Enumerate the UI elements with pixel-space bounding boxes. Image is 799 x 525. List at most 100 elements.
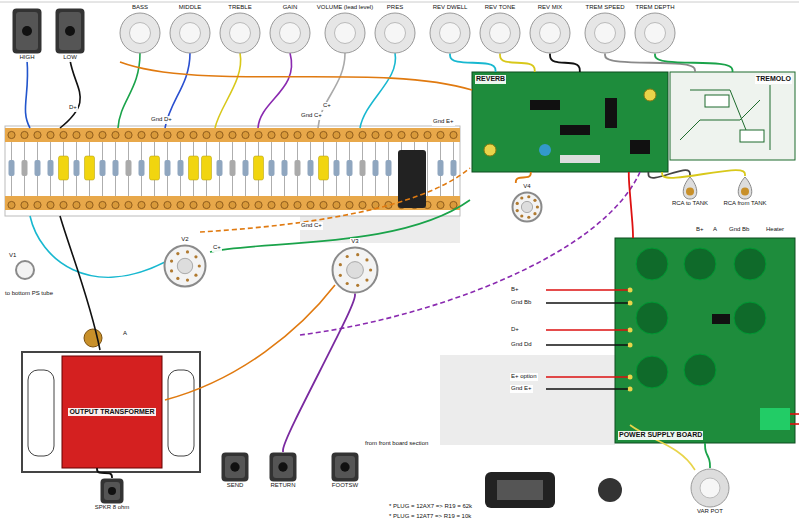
tube-socket: V4 bbox=[511, 183, 543, 223]
hookup-wire bbox=[790, 423, 799, 425]
potentiometer: VOLUME (lead level) bbox=[316, 4, 374, 54]
hookup-wire bbox=[60, 216, 100, 350]
potentiometer: REV MIX bbox=[529, 4, 571, 54]
turret-components bbox=[178, 160, 184, 176]
turret-components bbox=[22, 160, 28, 176]
turret-components bbox=[438, 160, 444, 176]
pot-body bbox=[375, 13, 415, 53]
turret-components bbox=[35, 160, 41, 176]
wire bbox=[283, 294, 355, 453]
pot-shaft bbox=[180, 22, 201, 43]
node-label: RCA to TANK bbox=[671, 200, 709, 208]
turret-components bbox=[386, 160, 392, 176]
wire bbox=[450, 54, 496, 73]
potentiometer: BASS bbox=[119, 4, 161, 54]
socket-center bbox=[177, 258, 192, 273]
power-supply-pcb bbox=[628, 288, 633, 293]
node-label: MIDDLE bbox=[178, 4, 203, 12]
turret-components bbox=[254, 156, 264, 180]
jack-face bbox=[335, 456, 355, 478]
wire-label: B+ bbox=[510, 286, 520, 294]
node-label: RETURN bbox=[270, 482, 297, 490]
wire-label: * PLUG = 12AX7 => R19 = 62k bbox=[388, 503, 473, 511]
reverb-board-pcb bbox=[560, 155, 600, 163]
socket-pin bbox=[176, 252, 179, 255]
potentiometer-shape bbox=[324, 12, 366, 54]
hookup-wire bbox=[546, 388, 628, 390]
node-label: LOW bbox=[62, 54, 78, 62]
potentiometer: REV DWELL bbox=[429, 4, 471, 54]
socket-body bbox=[513, 192, 542, 221]
power-supply-pcb bbox=[684, 248, 716, 280]
node-label: TREM DEPTH bbox=[635, 4, 676, 12]
socket-pin bbox=[186, 278, 189, 281]
jack-face bbox=[225, 456, 245, 478]
socket-pin bbox=[346, 254, 349, 257]
potentiometer-shape bbox=[374, 12, 416, 54]
node-label: POWER SUPPLY BOARD bbox=[618, 431, 703, 440]
mains-inlet bbox=[598, 478, 622, 502]
turret-board bbox=[5, 126, 460, 216]
power-supply-pcb bbox=[636, 302, 668, 334]
power-supply-pcb bbox=[734, 302, 766, 334]
node-label: BASS bbox=[131, 4, 149, 12]
chassis bbox=[0, 2, 799, 3]
node-label: TREMOLO bbox=[755, 75, 792, 84]
pot-shaft bbox=[230, 22, 251, 43]
wire-label: Gnd Dd bbox=[510, 341, 533, 349]
jack-hole bbox=[340, 462, 349, 471]
socket-pin bbox=[365, 278, 368, 281]
wire bbox=[705, 443, 710, 468]
pot-body bbox=[480, 13, 520, 53]
transformer bbox=[28, 370, 54, 456]
tube-socket bbox=[16, 261, 34, 279]
hookup-wire bbox=[165, 53, 190, 128]
turret-board bbox=[5, 126, 460, 216]
pot-shaft bbox=[490, 22, 511, 43]
hookup-wire bbox=[200, 168, 470, 232]
potentiometer: TREM SPEED bbox=[584, 4, 626, 54]
pot-shaft bbox=[130, 22, 151, 43]
potentiometer-shape bbox=[169, 12, 211, 54]
tube-socket-shape bbox=[163, 244, 207, 288]
socket-pin bbox=[369, 268, 372, 271]
node-label: V4 bbox=[522, 183, 531, 191]
potentiometer: PRES bbox=[374, 4, 416, 54]
reverb-board-pcb bbox=[630, 140, 650, 154]
socket-pin bbox=[365, 258, 368, 261]
jack-socket-shape bbox=[269, 452, 297, 482]
wire-label: Gnd E+ bbox=[432, 118, 455, 126]
turret-components bbox=[202, 156, 212, 180]
jack-socket-shape bbox=[331, 452, 359, 482]
node-label: OUTPUT TRANSFORMER bbox=[68, 408, 155, 417]
rca-pin bbox=[686, 188, 694, 196]
turret-components bbox=[189, 156, 199, 180]
power-supply-pcb bbox=[760, 408, 790, 430]
node-label: SEND bbox=[226, 482, 245, 490]
wire bbox=[500, 54, 535, 73]
node-label: PRES bbox=[386, 4, 404, 12]
wire-label: Gnd C+ bbox=[300, 222, 323, 230]
power-supply-pcb bbox=[628, 387, 633, 392]
jack-socket-shape bbox=[100, 478, 124, 504]
turret-components bbox=[243, 160, 249, 176]
turret-components bbox=[150, 156, 160, 180]
socket-pin bbox=[194, 255, 197, 258]
pot-shaft bbox=[385, 22, 406, 43]
turret-components bbox=[113, 160, 119, 176]
rca-socket: RCA to TANK bbox=[671, 176, 709, 208]
rca-socket-shape bbox=[735, 176, 755, 200]
pot-body bbox=[170, 13, 210, 53]
tremolo-board-pcb bbox=[670, 72, 795, 160]
wire-label: Gnd E+ bbox=[510, 385, 533, 393]
turret-components bbox=[9, 150, 457, 208]
socket-pin bbox=[527, 195, 530, 198]
wire-label: Gnd C+ bbox=[300, 112, 323, 120]
hookup-wire bbox=[546, 329, 628, 331]
reverb-board-pcb bbox=[484, 144, 496, 156]
node-label: REV TONE bbox=[484, 4, 516, 12]
